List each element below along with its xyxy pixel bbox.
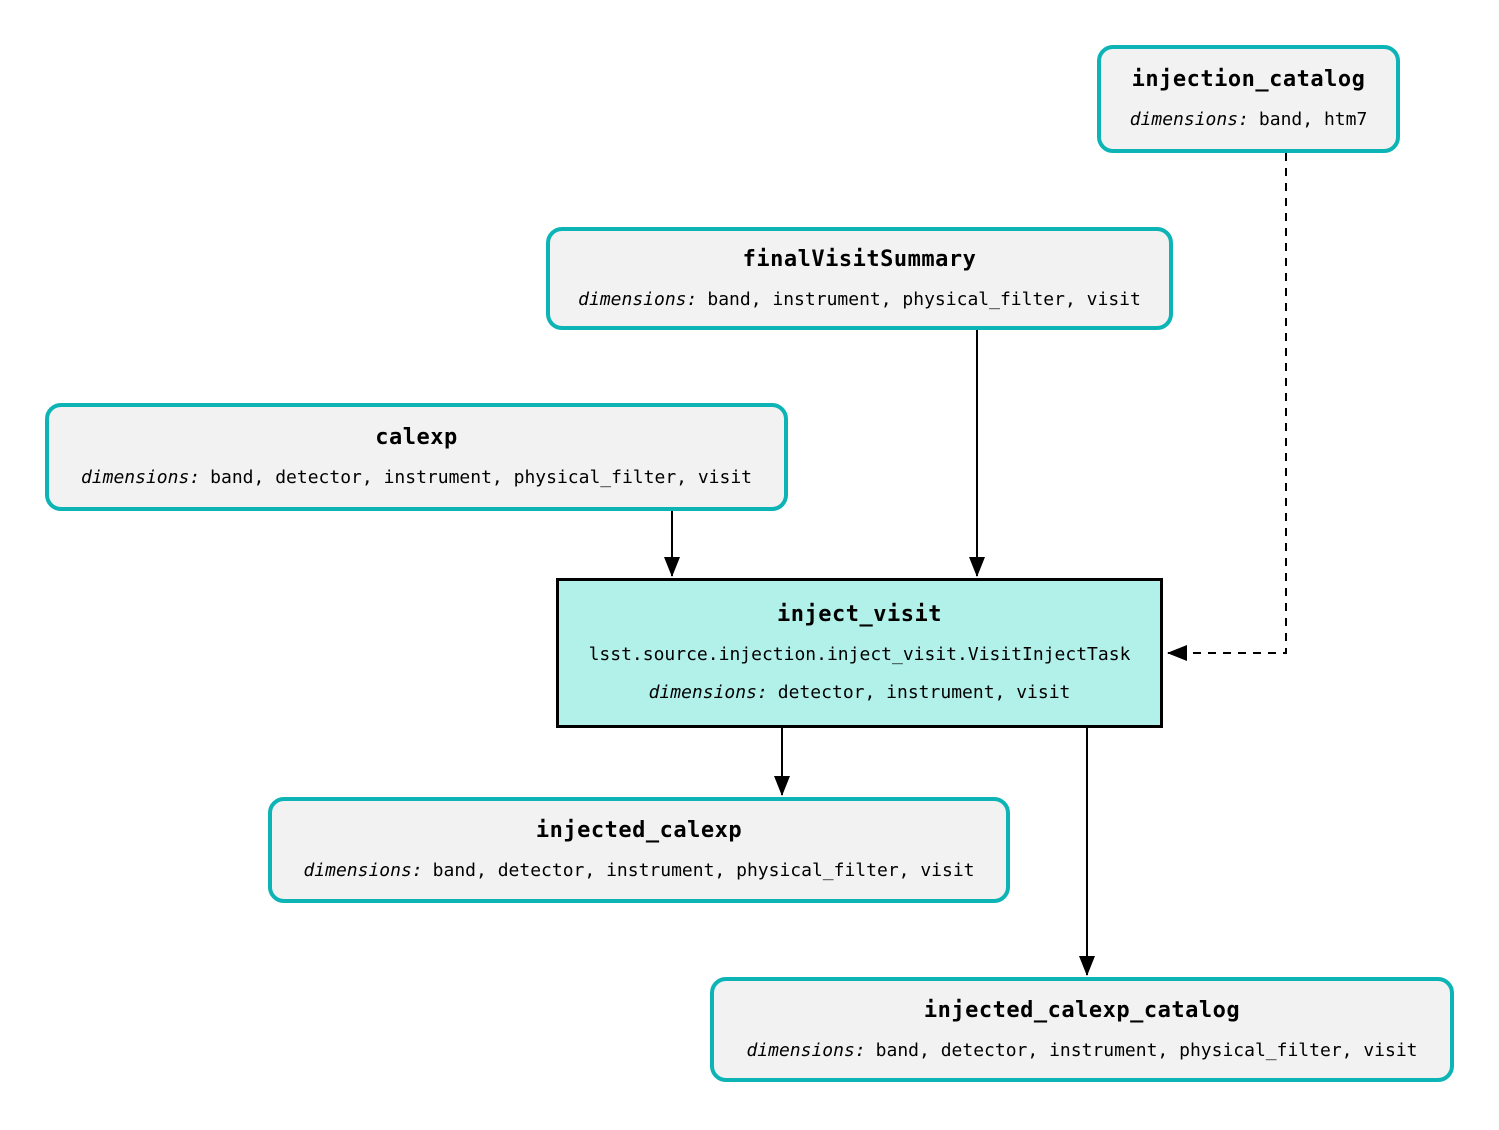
dimensions-label: dimensions: (80, 467, 201, 488)
node-title: injection_catalog (1131, 67, 1366, 92)
node-dimensions: dimensions: band, detector, instrument, p… (81, 466, 752, 490)
node-injection-catalog: injection_catalog dimensions: band, htm7 (1097, 45, 1400, 153)
node-injected-calexp: injected_calexp dimensions: band, detecto… (268, 797, 1010, 903)
node-dimensions: dimensions: band, htm7 (1130, 108, 1368, 132)
dimensions-label: dimensions: (578, 288, 698, 310)
node-dimensions: dimensions: band, detector, instrument, p… (303, 859, 974, 883)
node-title: inject_visit (777, 602, 942, 627)
node-title: injected_calexp_catalog (923, 997, 1241, 1023)
dimensions-value: band, htm7 (1258, 109, 1368, 130)
dimensions-value: band, detector, instrument, physical_fil… (875, 1039, 1418, 1061)
node-finalVisitSummary: finalVisitSummary dimensions: band, instr… (546, 227, 1173, 330)
node-title: finalVisitSummary (742, 246, 977, 272)
dimensions-value: detector, instrument, visit (777, 682, 1071, 703)
task-class-path: lsst.source.injection.inject_visit.Visit… (588, 644, 1131, 665)
dimensions-label: dimensions: (648, 682, 768, 703)
dimensions-value: band, detector, instrument, physical_fil… (210, 467, 753, 488)
node-title: calexp (375, 425, 458, 450)
node-injected-calexp-catalog: injected_calexp_catalog dimensions: band,… (710, 977, 1454, 1082)
node-inject-visit-task: inject_visit lsst.source.injection.injec… (556, 578, 1163, 728)
node-dimensions: dimensions: band, instrument, physical_fi… (578, 288, 1141, 312)
node-calexp: calexp dimensions: band, detector, instru… (45, 403, 788, 511)
dimensions-label: dimensions: (303, 860, 423, 881)
edge-injection-catalog-to-inject-visit (1167, 153, 1287, 661)
node-title: injected_calexp (535, 818, 743, 843)
dimensions-value: band, detector, instrument, physical_fil… (432, 860, 975, 881)
dimensions-value: band, instrument, physical_filter, visit (707, 288, 1141, 310)
node-dimensions: dimensions: detector, instrument, visit (649, 681, 1071, 705)
dimensions-label: dimensions: (746, 1039, 866, 1061)
dimensions-label: dimensions: (1129, 109, 1249, 130)
node-dimensions: dimensions: band, detector, instrument, p… (746, 1039, 1417, 1063)
